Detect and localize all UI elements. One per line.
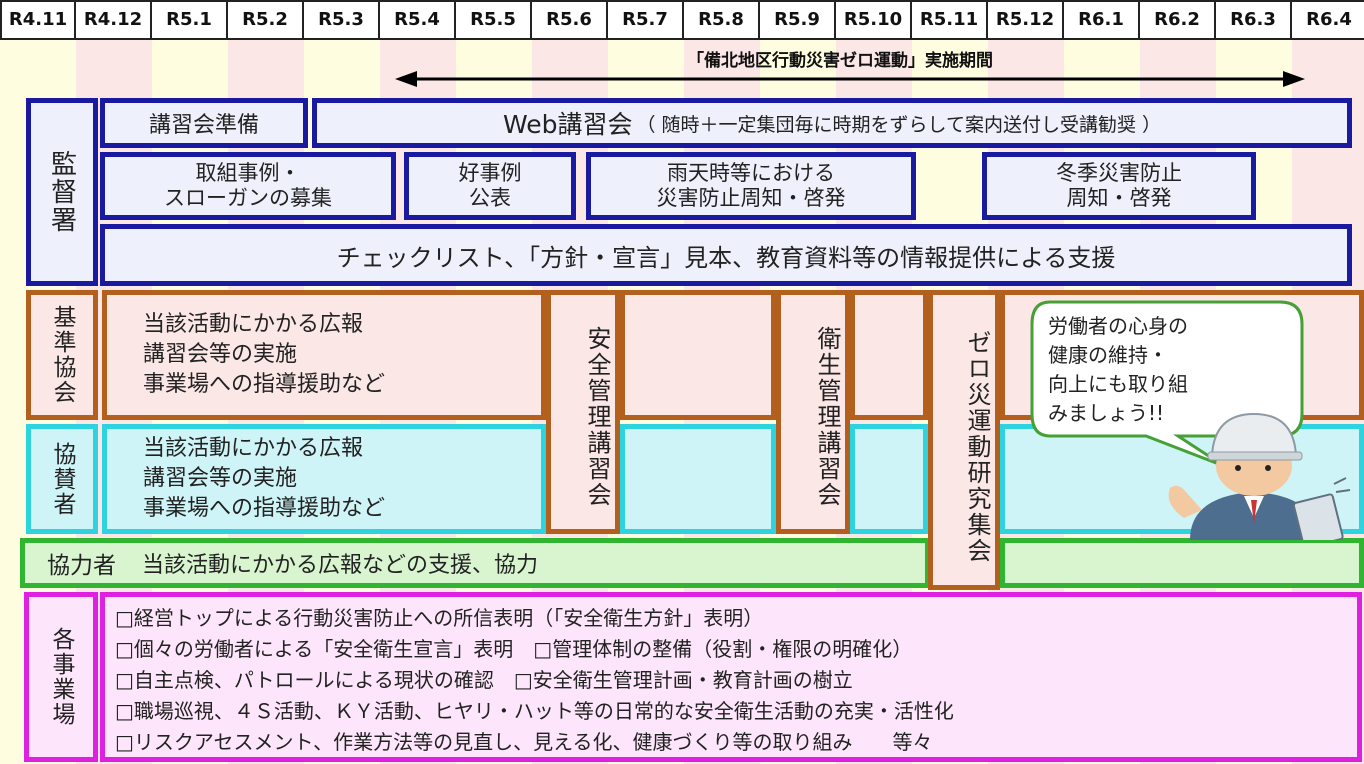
jigyosho-item: □リスクアセスメント、作業方法等の見直し、見える化、健康づくり等の取り組み 等々	[115, 730, 933, 754]
kyosan-cell-jul	[620, 424, 776, 534]
kyosan-text-box: 当該活動にかかる広報 講習会等の実施 事業場への指導援助など	[102, 424, 546, 534]
row-label-kyoryoku: 協力者	[47, 553, 116, 579]
web-seminar-title: Web講習会	[502, 110, 633, 139]
month-header-cell: R5.10	[836, 0, 912, 40]
month-header-cell: R5.2	[228, 0, 304, 40]
row-label-kyosan: 協賛者	[26, 424, 98, 534]
month-header-cell: R5.4	[380, 0, 456, 40]
row-label-kantokusho: 監督署	[26, 98, 98, 286]
web-seminar-box: Web講習会 （ 随時＋一定集団毎に時期をずらして案内送付し受講勧奨 ）	[312, 98, 1352, 148]
good-examples-box: 好事例 公表	[404, 152, 576, 220]
jigyosho-item: □職場巡視、４Ｓ活動、ＫＹ活動、ヒヤリ・ハット等の日常的な安全衛生活動の充実・活…	[115, 699, 954, 723]
kyosan-cell-sep	[850, 424, 928, 534]
rain-box: 雨天時等における 災害防止周知・啓発	[586, 152, 916, 220]
jigyosho-item: □経営トップによる行動災害防止への所信表明（「安全衛生方針」表明）	[115, 606, 764, 630]
month-header-cell: R5.7	[608, 0, 684, 40]
jigyosho-items-box: □経営トップによる行動災害防止への所信表明（「安全衛生方針」表明） □個々の労働…	[100, 592, 1362, 762]
kyoryoku-box: 協力者 当該活動にかかる広報などの支援、協力	[20, 538, 930, 588]
month-header-cell: R6.2	[1140, 0, 1216, 40]
month-header-cell: R4.11	[0, 0, 76, 40]
kijun-cell-jul	[620, 290, 776, 420]
month-header-cell: R6.4	[1292, 0, 1364, 40]
row-label-jigyosho: 各事業場	[24, 592, 98, 762]
month-header-cell: R6.1	[1064, 0, 1140, 40]
jigyosho-item: □自主点検、パトロールによる現状の確認 □安全衛生管理計画・教育計画の樹立	[115, 668, 853, 692]
kyoryoku-cell-end	[1000, 538, 1364, 588]
examples-box: 取組事例・ スローガンの募集	[100, 152, 396, 220]
month-header-cell: R6.3	[1216, 0, 1292, 40]
web-prep-box: 講習会準備	[100, 98, 308, 148]
month-header-cell: R5.8	[684, 0, 760, 40]
row-label-kijun: 基準協会	[26, 290, 98, 420]
jigyosho-item: □個々の労働者による「安全衛生宣言」表明 □管理体制の整備（役割・権限の明確化）	[115, 637, 913, 661]
kyoryoku-text: 当該活動にかかる広報などの支援、協力	[142, 553, 539, 578]
speech-bubble-text: 労働者の心身の 健康の維持・ 向上にも取り組 みましょう!!	[1048, 314, 1188, 425]
worker-illustration	[1168, 412, 1351, 540]
month-header-cell: R5.6	[532, 0, 608, 40]
month-header-cell: R5.11	[912, 0, 988, 40]
web-seminar-note: （ 随時＋一定集団毎に時期をずらして案内送付し受講勧奨 ）	[636, 113, 1162, 136]
month-header-cell: R4.12	[76, 0, 152, 40]
month-header-cell: R5.9	[760, 0, 836, 40]
month-header-cell: R5.1	[152, 0, 228, 40]
zero-accident-column: ゼロ災運動研究集会	[928, 290, 1000, 590]
safety-seminar-column: 安全管理講習会	[546, 290, 620, 534]
period-label: 「備北地区行動災害ゼロ運動」実施期間	[687, 51, 993, 71]
month-header-cell: R5.12	[988, 0, 1064, 40]
month-header-cell: R5.5	[456, 0, 532, 40]
health-seminar-column: 衛生管理講習会	[776, 290, 850, 534]
kijun-cell-sep	[850, 290, 928, 420]
winter-box: 冬季災害防止 周知・啓発	[982, 152, 1256, 220]
kijun-text-box: 当該活動にかかる広報 講習会等の実施 事業場への指導援助など	[102, 290, 546, 420]
support-box: チェックリスト、「方針・宣言」見本、教育資料等の情報提供による支援	[100, 224, 1352, 286]
month-header-cell: R5.3	[304, 0, 380, 40]
period-arrow	[395, 71, 1305, 87]
